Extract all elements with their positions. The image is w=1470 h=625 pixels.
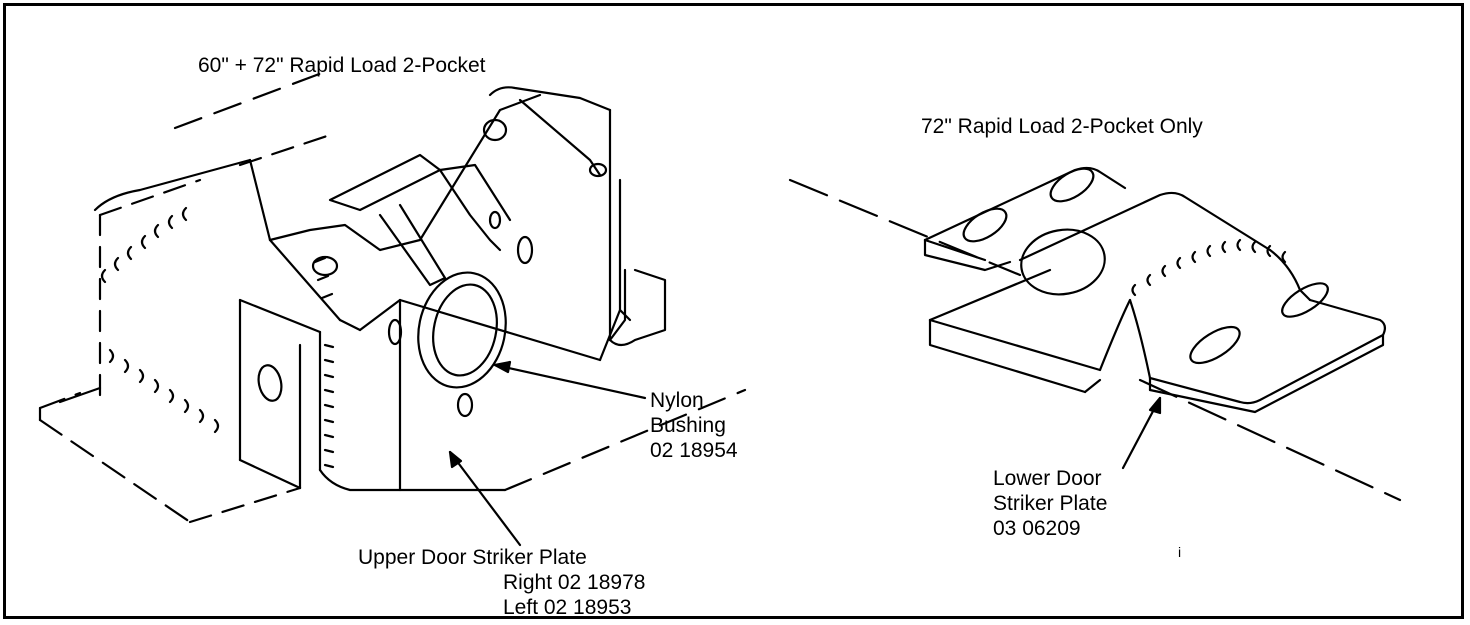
upper-plate-callout-title: Upper Door Striker Plate [358, 546, 587, 569]
callout-line: Nylon [650, 389, 704, 412]
upper-plate-part-numbers: Right 02 18978 Left 02 18953 [503, 570, 645, 620]
callout-line: Lower Door [993, 467, 1102, 490]
upper-striker-assembly-illustration [38, 68, 747, 524]
callout-line: Striker Plate [993, 492, 1108, 515]
lower-plate-leader-arrow [1121, 396, 1162, 470]
right-panel-heading: 72" Rapid Load 2-Pocket Only [921, 115, 1203, 138]
callout-line: 02 18954 [650, 439, 738, 462]
left-panel-heading: 60" + 72" Rapid Load 2-Pocket [198, 54, 486, 77]
lower-plate-callout: Lower Door Striker Plate 03 06209 [993, 466, 1107, 541]
callout-line: Bushing [650, 414, 726, 437]
upper-plate-leader-arrow [448, 450, 522, 547]
callout-line: Left 02 18953 [503, 596, 632, 619]
nylon-bushing-callout: Nylon Bushing 02 18954 [650, 388, 738, 463]
bushing-leader-arrow [493, 360, 647, 400]
lower-striker-plate-illustration [788, 166, 1402, 502]
stray-mark: i [1178, 544, 1182, 560]
figure-frame [3, 3, 1464, 619]
callout-line: 03 06209 [993, 517, 1081, 540]
callout-line: Right 02 18978 [503, 571, 646, 594]
